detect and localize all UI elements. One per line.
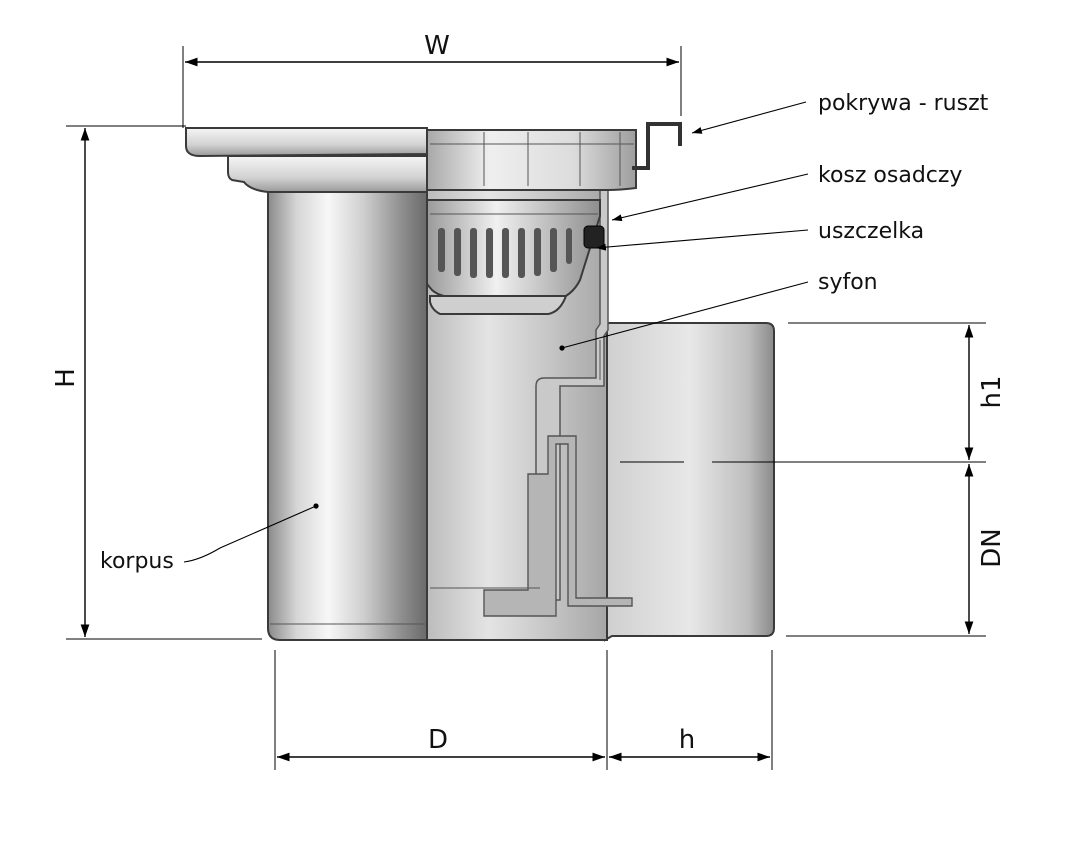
callout-pokrywa-ruszt: pokrywa - ruszt (818, 91, 989, 116)
leader-kosz (611, 173, 809, 222)
basket (426, 199, 601, 315)
basket-slots (438, 228, 572, 278)
leader-korpus-dot (313, 503, 319, 509)
grate-hook (632, 122, 682, 170)
dim-w-label: W (424, 31, 450, 61)
cylinder-collar (227, 155, 428, 193)
dim-dn-label: DN (977, 528, 1007, 567)
callouts: pokrywa - ruszt kosz osadczy uszczelka s… (100, 91, 989, 574)
dim-h1-label: h1 (977, 375, 1007, 408)
leader-syfon-dot (559, 345, 565, 351)
callout-korpus: korpus (100, 549, 174, 574)
top-flange (185, 127, 428, 158)
leader-korpus (183, 505, 317, 563)
leader-uszczelka (595, 229, 809, 251)
outlet-housing (604, 322, 775, 642)
leader-pokrywa (691, 101, 807, 134)
dim-d-label: D (428, 725, 448, 755)
grate (426, 122, 682, 191)
leader-syfon (561, 281, 809, 349)
drain-body (185, 122, 784, 642)
callout-syfon: syfon (818, 270, 878, 295)
dimension-lines (66, 46, 986, 770)
syphon-baffle (483, 435, 633, 617)
main-cylinder (267, 191, 428, 641)
gasket (583, 225, 605, 249)
dim-small-h-label: h (679, 725, 695, 755)
callout-uszczelka: uszczelka (818, 219, 924, 244)
dimension-labels: W H h1 DN D h (51, 31, 1007, 755)
dim-h-label: H (51, 368, 81, 388)
callout-kosz-osadczy: kosz osadczy (818, 163, 962, 188)
